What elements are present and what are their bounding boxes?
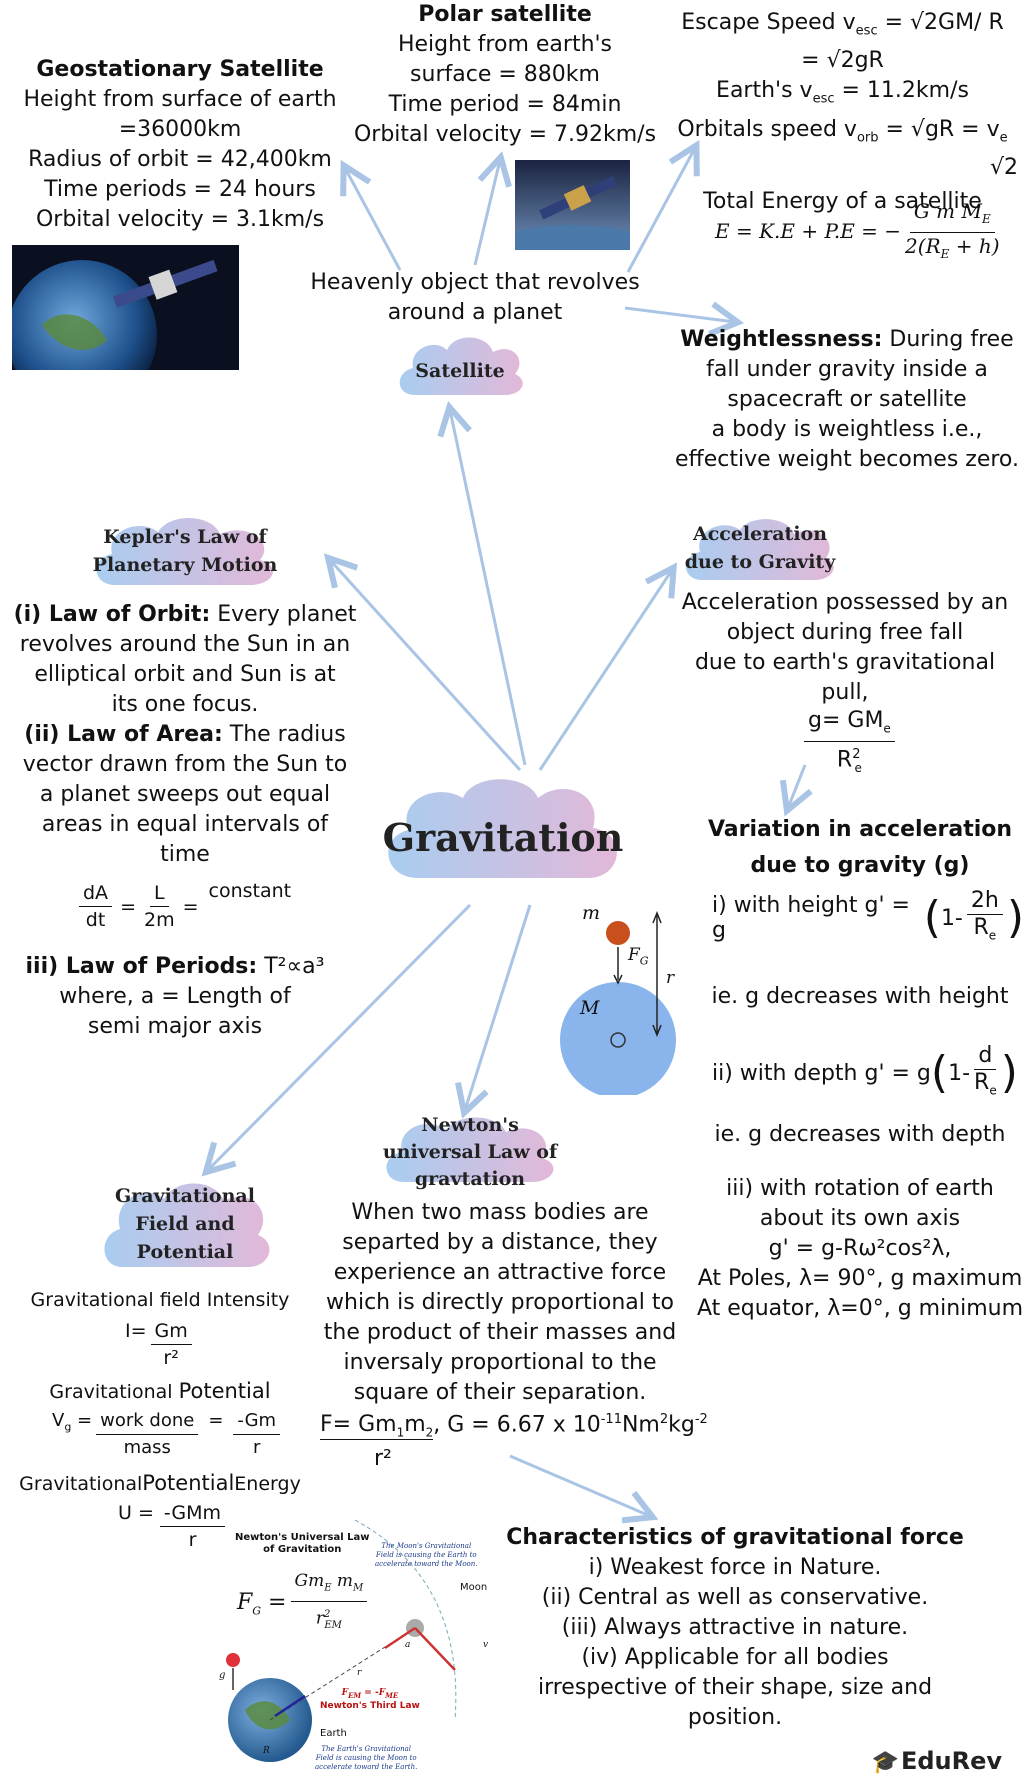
- potential-energy-title: GravitationalPotentialEnergy: [19, 1471, 301, 1495]
- center-title: Gravitation: [382, 815, 624, 860]
- large-mass-label: M: [580, 997, 600, 1019]
- em-third-law: FEM = -FME Newton's Third Law: [320, 1688, 420, 1711]
- em-earth-label: Earth: [320, 1728, 347, 1739]
- satellite-cloud: [399, 337, 523, 395]
- characteristics-title: Characteristics of gravitational force: [506, 1525, 964, 1550]
- accel-cloud: [685, 519, 834, 580]
- em-am-label: a: [405, 1640, 411, 1650]
- satellite-definition: Heavenly object that revolves around a p…: [310, 270, 640, 325]
- em-v-label: v: [483, 1640, 489, 1650]
- polar-title: Polar satellite: [418, 2, 592, 27]
- satellite-label: Satellite: [415, 360, 505, 382]
- rotation-section: iii) with rotation of earth about its ow…: [696, 1176, 1024, 1321]
- field-cloud: [104, 1183, 270, 1267]
- height-note: ie. g decreases with height: [711, 984, 1009, 1009]
- escape-section: Escape Speed vesc = √2GM/ R = √2gR Earth…: [665, 8, 1020, 217]
- edurev-logo[interactable]: 🎓EduRev: [871, 1747, 1002, 1775]
- total-energy-title: Total Energy of a satellite: [703, 189, 982, 215]
- law-of-periods: iii) Law of Periods: T²∝a³ where, a = Le…: [25, 954, 325, 1039]
- variation-title: Variation in acceleration due to gravity…: [707, 817, 1013, 878]
- field-intensity-title: Gravitational field Intensity: [30, 1289, 290, 1311]
- arrow-gravitation-satellite: [450, 410, 527, 766]
- arrow-gravitation-field: [208, 903, 472, 1170]
- geostationary-satellite-photo: [12, 245, 239, 370]
- kepler-section: (i) Law of Orbit: Every planet revolves …: [13, 602, 357, 867]
- geo-title: Geostationary Satellite: [36, 57, 324, 82]
- graduation-cap-icon: 🎓: [871, 1750, 899, 1775]
- escape-line1: Escape Speed vesc = √2GM/ R: [681, 10, 1004, 39]
- arrow-satellite-geo: [345, 168, 402, 271]
- arrow-gravitation-kepler: [330, 560, 522, 772]
- em-re-label: R: [263, 1746, 270, 1756]
- arrow-gravitation-accel: [538, 570, 672, 771]
- arrow-newton-characteristics: [509, 1454, 650, 1516]
- escape-line4: Orbitals speed vorb = √gR = ve: [677, 116, 1008, 146]
- em-moon-label: Moon: [460, 1582, 488, 1593]
- arrow-satellite-weightless: [624, 308, 735, 322]
- arrow-satellite-polar: [473, 160, 500, 266]
- characteristics-section: Characteristics of gravitational force i…: [506, 1525, 964, 1730]
- potential-title: Gravitational Potential: [49, 1379, 271, 1403]
- arrow-satellite-escape: [626, 148, 695, 273]
- small-mass-label: m: [582, 902, 601, 924]
- polar-section: Polar satellite Height from earth's surf…: [345, 0, 665, 150]
- depth-note: ie. g decreases with depth: [714, 1122, 1006, 1147]
- newton-formula-denominator: r²: [374, 1446, 392, 1471]
- kepler-cloud: [96, 517, 273, 585]
- newton-formula: F= Gm1m2, G = 6.67 x 10-11Nm2kg-2: [320, 1412, 708, 1441]
- polar-satellite-photo: [515, 160, 630, 250]
- em-rem-label: r: [357, 1668, 362, 1678]
- radius-label: r: [666, 968, 675, 988]
- em-g-label: g: [219, 1670, 226, 1681]
- force-label: FG: [628, 945, 649, 968]
- arrow-gravitation-newton: [465, 904, 532, 1110]
- gravitation-cloud: [388, 779, 617, 878]
- newton-cloud: [386, 1117, 554, 1182]
- newton-section: When two mass bodies are separted by a d…: [323, 1200, 677, 1405]
- weightlessness-section: Weightlessness: During free fall under g…: [675, 327, 1019, 472]
- arrow-accel-variation: [788, 764, 805, 808]
- mass-sphere-diagram: [560, 910, 676, 1095]
- escape-line3: Earth's vesc = 11.2km/s: [716, 78, 969, 107]
- geostationary-section: Geostationary Satellite Height from surf…: [10, 55, 350, 235]
- accel-section: Acceleration possessed by an object duri…: [681, 590, 1009, 705]
